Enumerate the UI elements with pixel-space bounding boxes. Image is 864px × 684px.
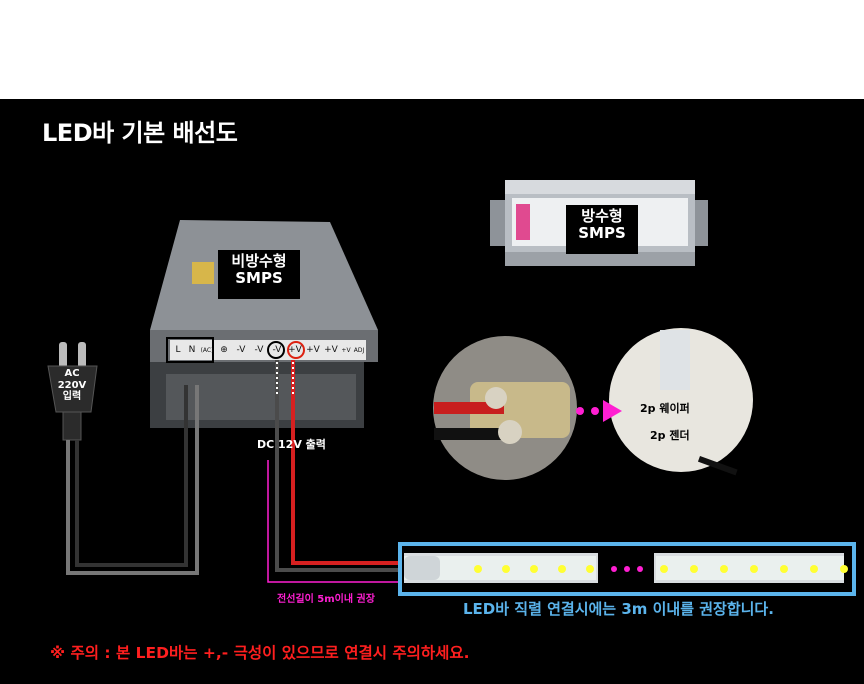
terminal-v1: -V (236, 345, 246, 355)
led-chip (690, 565, 698, 573)
led-chip (474, 565, 482, 573)
dc-output-label: DC 12V 출력 (257, 438, 326, 451)
terminal-adj: ADJ (353, 346, 365, 354)
terminal-v6: +V (324, 345, 338, 355)
connector-photo-left (433, 336, 577, 480)
plug-line2: 220V (57, 379, 87, 391)
ellipsis-dot (624, 566, 630, 572)
terminal-n: N (188, 345, 196, 355)
series-note: LED바 직렬 연결시에는 3m 이내를 권장합니다. (463, 600, 774, 618)
led-chip (502, 565, 510, 573)
smps-nonwaterproof-line1: 비방수형 (231, 252, 287, 270)
terminal-v3: -V (272, 345, 282, 355)
plug-line3: 입력 (62, 391, 82, 402)
terminal-v7: +V (341, 346, 351, 354)
smps-nonwaterproof-line2: SMPS (235, 269, 283, 288)
terminal-ac: (AC) (200, 346, 214, 354)
polarity-warning: ※ 주의 : 본 LED바는 +,- 극성이 있으므로 연결시 주의하세요. (50, 644, 470, 662)
dc-wires (275, 360, 400, 572)
smps-waterproof-line1: 방수형 (581, 207, 623, 225)
ellipsis-dot (637, 566, 643, 572)
connector-photo-right (609, 328, 753, 476)
led-chip (780, 565, 788, 573)
power-plug (47, 342, 98, 441)
connector-arrow (576, 400, 622, 422)
page-title: LED바 기본 배선도 (42, 119, 238, 147)
smps-waterproof-label: 방수형 SMPS (566, 205, 638, 254)
gender-label: 2p 젠더 (650, 429, 690, 443)
plug-label: AC 220V 입력 (50, 368, 94, 403)
led-chip (840, 565, 848, 573)
terminal-strip: L N (AC) ⊕ -V -V -V +V +V +V +V ADJ (170, 341, 366, 359)
smps-waterproof-line2: SMPS (578, 224, 626, 243)
ac-wires (66, 385, 199, 575)
led-chip (558, 565, 566, 573)
led-chip (750, 565, 758, 573)
wire-length-bracket (267, 460, 400, 583)
led-chip (660, 565, 668, 573)
terminal-v4: +V (288, 345, 302, 355)
led-chip (720, 565, 728, 573)
smps-nonwaterproof-label: 비방수형 SMPS (218, 250, 300, 299)
led-bar (398, 542, 856, 596)
terminal-l: L (175, 345, 181, 355)
led-chip (810, 565, 818, 573)
ellipsis-dot (611, 566, 617, 572)
terminal-v5: +V (306, 345, 320, 355)
led-chip (530, 565, 538, 573)
led-dots (474, 565, 848, 573)
ground-icon: ⊕ (220, 345, 228, 355)
wire-length-note: 전선길이 5m이내 권장 (277, 594, 375, 605)
plug-line1: AC (64, 368, 80, 379)
led-chip (586, 565, 594, 573)
wafer-label: 2p 웨이퍼 (640, 402, 690, 416)
terminal-v2: -V (254, 345, 264, 355)
